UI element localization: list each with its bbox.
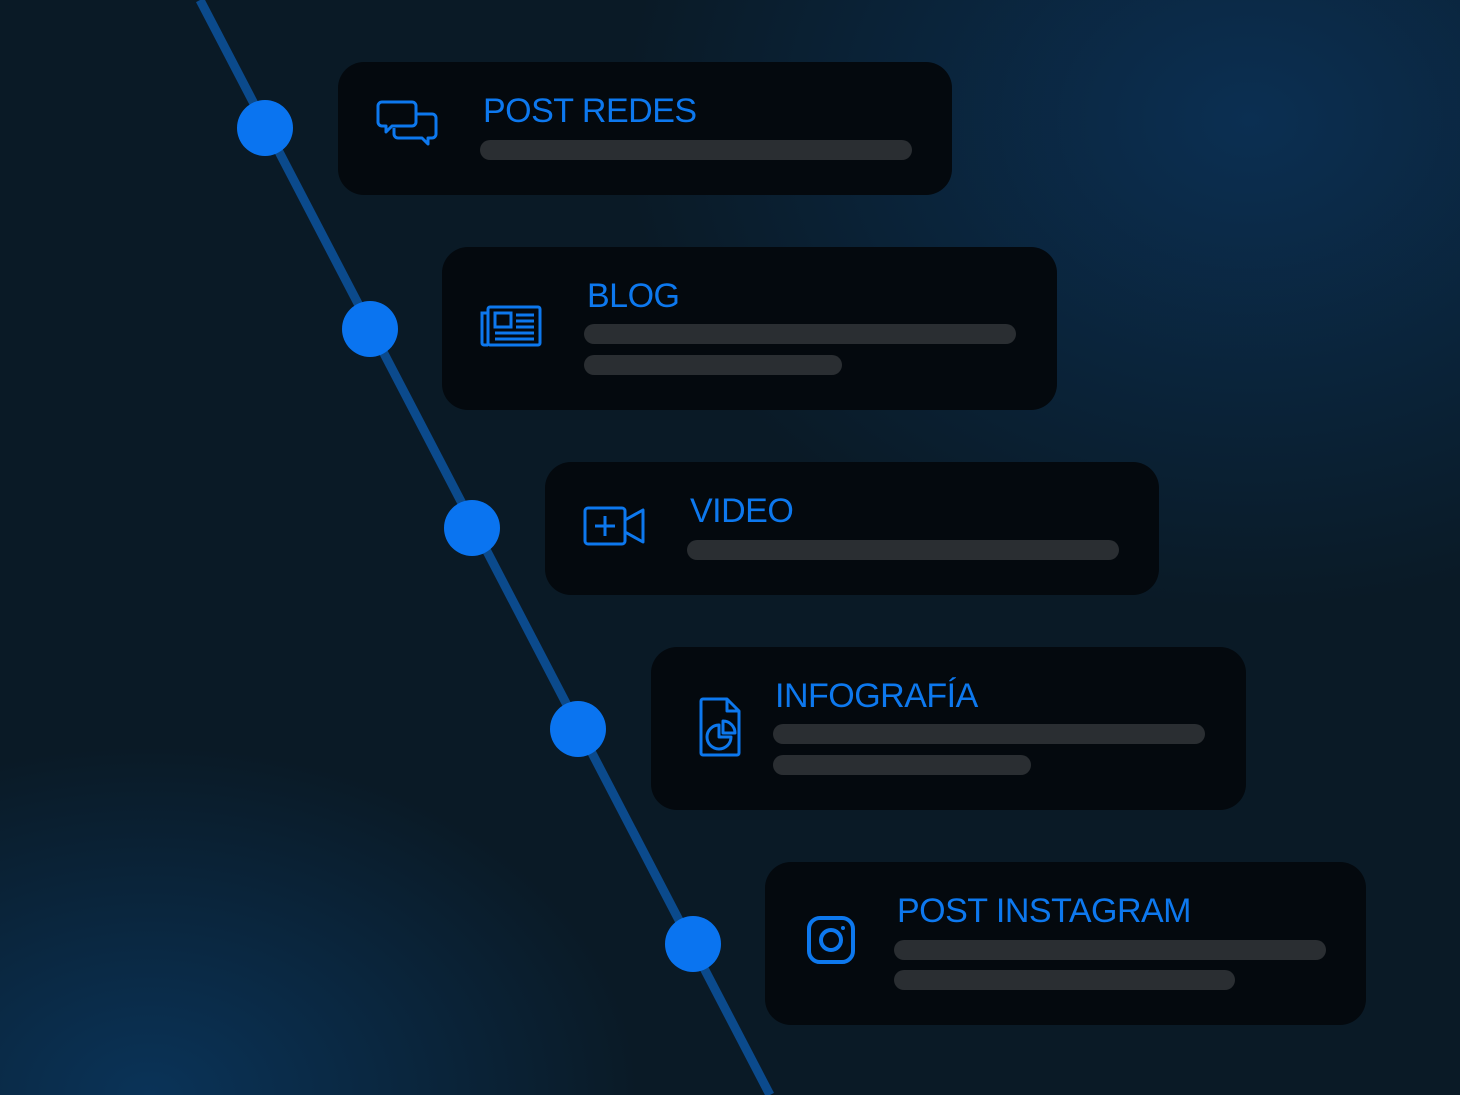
timeline-dot xyxy=(342,301,398,357)
video-add-icon xyxy=(583,506,645,546)
placeholder-bar xyxy=(894,970,1235,990)
card-video[interactable]: VIDEO xyxy=(545,462,1159,595)
instagram-icon xyxy=(807,916,855,964)
card-title: BLOG xyxy=(587,277,680,315)
placeholder-bar xyxy=(773,724,1205,744)
timeline-dot xyxy=(665,916,721,972)
timeline-dot xyxy=(444,500,500,556)
placeholder-bar xyxy=(584,324,1016,344)
timeline-dot xyxy=(237,100,293,156)
newspaper-icon xyxy=(480,305,542,347)
card-infografia[interactable]: INFOGRAFÍA xyxy=(651,647,1246,810)
timeline-dot xyxy=(550,701,606,757)
placeholder-bar xyxy=(894,940,1326,960)
placeholder-bar xyxy=(584,355,842,375)
card-blog[interactable]: BLOG xyxy=(442,247,1057,410)
card-title: POST INSTAGRAM xyxy=(897,892,1192,930)
card-post-redes[interactable]: POST REDES xyxy=(338,62,952,195)
placeholder-bar xyxy=(773,755,1031,775)
placeholder-bar xyxy=(480,140,912,160)
placeholder-bar xyxy=(687,540,1119,560)
card-title: POST REDES xyxy=(483,92,697,130)
card-title: INFOGRAFÍA xyxy=(775,677,978,715)
card-title: VIDEO xyxy=(690,492,794,530)
card-post-instagram[interactable]: POST INSTAGRAM xyxy=(765,862,1366,1025)
document-chart-icon xyxy=(699,697,741,757)
chat-bubbles-icon xyxy=(376,100,438,146)
